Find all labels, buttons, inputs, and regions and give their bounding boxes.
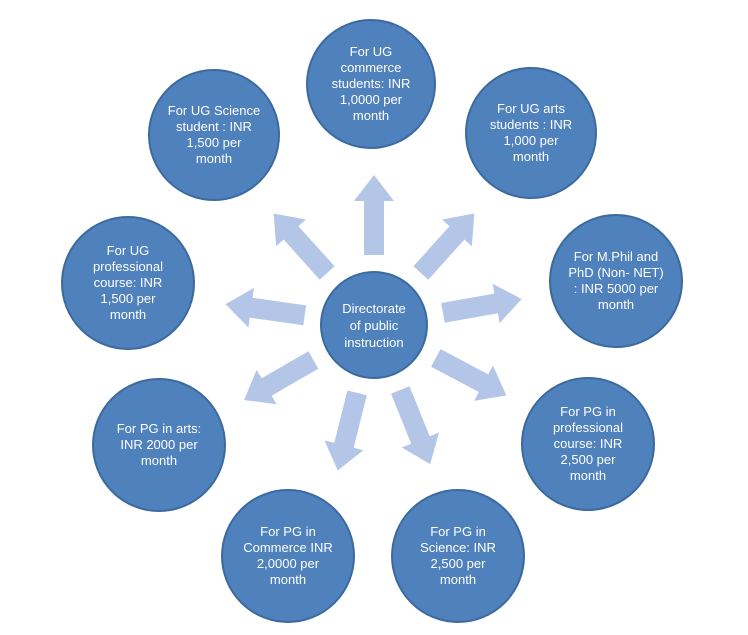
node-ug-science: For UG Science student : INR 1,500 per m… — [148, 69, 280, 201]
arrow-to-pg-professional — [431, 349, 507, 401]
node-ug-professional: For UG professional course: INR 1,500 pe… — [61, 216, 195, 350]
arrow-to-ug-professional — [225, 287, 307, 328]
arrow-to-ug-commerce — [354, 175, 394, 255]
node-ug-commerce: For UG commerce students: INR 1,0000 per… — [306, 19, 436, 149]
arrow-to-pg-commerce — [324, 390, 367, 471]
node-mphil-phd: For M.Phil and PhD (Non- NET) : INR 5000… — [549, 214, 683, 348]
node-pg-professional: For PG in professional course: INR 2,500… — [521, 377, 655, 511]
node-ug-arts-label: For UG arts students : INR 1,000 per mon… — [489, 101, 573, 164]
arrow-to-mphil-phd — [441, 283, 522, 324]
arrow-to-pg-science — [391, 386, 439, 465]
node-ug-professional-label: For UG professional course: INR 1,500 pe… — [92, 243, 164, 322]
node-pg-commerce-label: For PG in Commerce INR 2,0000 per month — [243, 524, 333, 587]
arrow-to-ug-science — [273, 213, 335, 280]
node-ug-science-label: For UG Science student : INR 1,500 per m… — [167, 103, 261, 166]
center-node: Directorate of public instruction — [320, 271, 428, 379]
node-pg-commerce: For PG in Commerce INR 2,0000 per month — [221, 489, 355, 623]
node-pg-arts: For PG in arts: INR 2000 per month — [92, 378, 226, 512]
node-pg-professional-label: For PG in professional course: INR 2,500… — [552, 404, 624, 483]
node-pg-science: For PG in Science: INR 2,500 per month — [391, 489, 525, 623]
node-ug-commerce-label: For UG commerce students: INR 1,0000 per… — [331, 44, 411, 123]
node-pg-arts-label: For PG in arts: INR 2000 per month — [116, 421, 202, 468]
node-mphil-phd-label: For M.Phil and PhD (Non- NET) : INR 5000… — [568, 249, 664, 312]
center-node-label: Directorate of public instruction — [342, 300, 406, 350]
arrow-to-pg-arts — [244, 351, 319, 405]
node-pg-science-label: For PG in Science: INR 2,500 per month — [420, 524, 496, 587]
arrow-to-ug-arts — [413, 213, 475, 280]
node-ug-arts: For UG arts students : INR 1,000 per mon… — [465, 67, 597, 199]
